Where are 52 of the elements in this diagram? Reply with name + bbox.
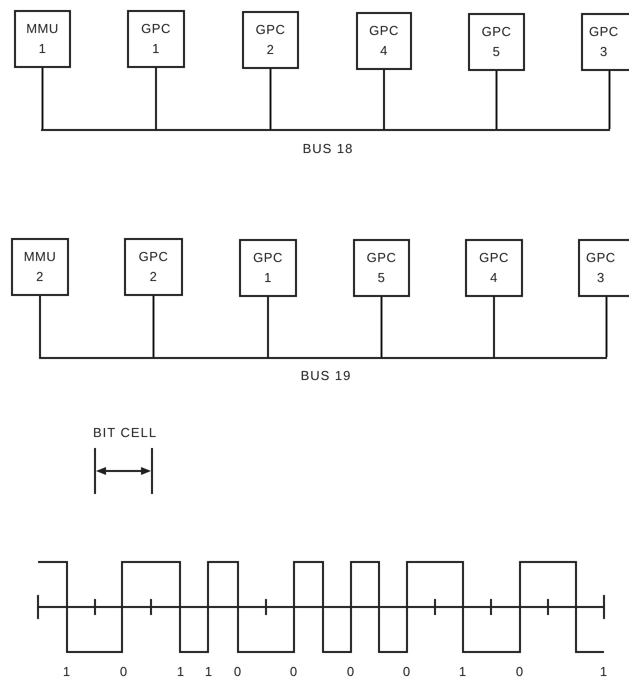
bus-label: BUS 19 bbox=[300, 368, 352, 383]
bit-value: 0 bbox=[290, 664, 298, 679]
unit-label: GPC 2 bbox=[138, 248, 168, 286]
connector-line bbox=[42, 68, 44, 129]
unit-box bbox=[127, 10, 185, 68]
connector-line bbox=[267, 297, 269, 357]
bit-value: 1 bbox=[176, 664, 186, 679]
unit-label: GPC 4 bbox=[479, 249, 509, 287]
unit-box bbox=[124, 238, 183, 296]
unit-label: MMU 2 bbox=[24, 248, 56, 286]
bit-value: 1 bbox=[204, 664, 214, 679]
dimension-label: BIT CELL bbox=[92, 425, 158, 440]
connector-line bbox=[606, 297, 608, 357]
unit-label: GPC 3 bbox=[589, 23, 619, 61]
bit-value: 1 bbox=[600, 664, 608, 679]
connector-line bbox=[380, 297, 382, 357]
connector-line bbox=[39, 296, 41, 357]
connector-line bbox=[496, 71, 498, 129]
unit-box bbox=[239, 239, 297, 297]
connector-line bbox=[152, 296, 154, 357]
unit-box bbox=[578, 239, 629, 297]
bus-line bbox=[39, 357, 607, 359]
connector-line bbox=[383, 70, 385, 129]
unit-box bbox=[353, 239, 410, 297]
unit-label: MMU 1 bbox=[26, 20, 59, 58]
unit-box bbox=[14, 10, 71, 68]
bit-value: 0 bbox=[234, 664, 242, 679]
unit-label: GPC 3 bbox=[586, 249, 616, 287]
unit-label: GPC 5 bbox=[482, 23, 512, 61]
bit-value: 0 bbox=[516, 664, 524, 679]
bit-value: 1 bbox=[458, 664, 468, 679]
connector-line bbox=[270, 69, 272, 129]
unit-box bbox=[465, 239, 523, 297]
unit-label: GPC 1 bbox=[253, 249, 283, 287]
connector-line bbox=[155, 68, 157, 129]
unit-box bbox=[581, 13, 629, 71]
connector-line bbox=[608, 71, 610, 129]
connector-line bbox=[493, 297, 495, 357]
bit-value: 0 bbox=[402, 664, 412, 679]
unit-box bbox=[468, 13, 525, 71]
unit-box bbox=[11, 238, 69, 296]
unit-box bbox=[356, 12, 412, 70]
bus-line bbox=[41, 129, 610, 131]
unit-label: GPC 5 bbox=[366, 249, 396, 287]
unit-label: GPC 4 bbox=[369, 22, 399, 60]
bit-value: 0 bbox=[120, 664, 128, 679]
unit-label: GPC 1 bbox=[141, 20, 171, 58]
bit-value: 1 bbox=[62, 664, 72, 679]
unit-label: GPC 2 bbox=[256, 21, 286, 59]
bus-label: BUS 18 bbox=[302, 141, 354, 156]
unit-box bbox=[242, 11, 299, 69]
bit-value: 0 bbox=[346, 664, 356, 679]
